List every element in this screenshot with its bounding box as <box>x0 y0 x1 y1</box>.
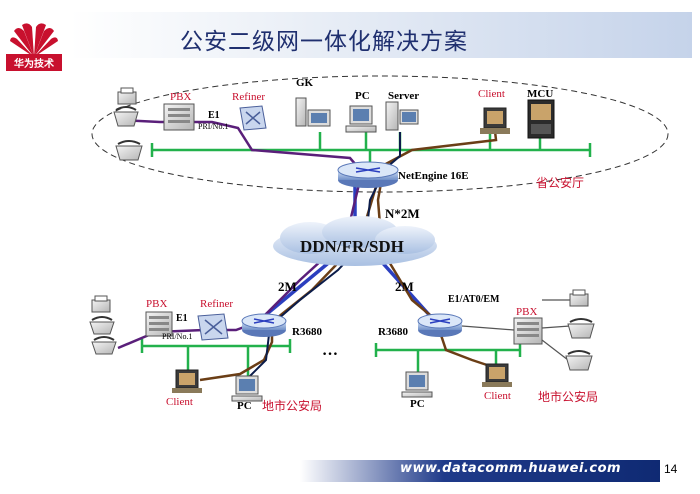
top-gk-icon <box>295 97 331 127</box>
top-pc-label: PC <box>355 90 370 102</box>
wan-cloud <box>273 216 437 266</box>
ellipsis: … <box>322 342 338 359</box>
page-number: 14 <box>664 462 678 476</box>
mcu-label: MCU <box>527 88 554 100</box>
top-site-name: 省公安厅 <box>536 176 585 190</box>
left-pbx-label: PBX <box>146 298 168 310</box>
top-pbx-label: PBX <box>170 91 192 103</box>
left-pbx-icon <box>145 311 173 337</box>
top-pc-icon <box>345 105 377 133</box>
left-site-name: 地市公安局 <box>262 399 323 413</box>
cloud-label: DDN/FR/SDH <box>300 237 404 256</box>
right-pbx-icon <box>513 317 543 345</box>
left-pri-label: PRI/No.1 <box>162 332 193 341</box>
left-link-label: 2M <box>278 279 297 294</box>
top-lan <box>150 132 592 165</box>
footer-bar <box>300 460 660 482</box>
right-site-name: 地市公安局 <box>538 390 599 404</box>
left-pc-icon <box>231 375 263 402</box>
footer-url: www.datacomm.huawei.com <box>400 461 622 476</box>
gk-label: GK <box>296 77 314 89</box>
right-router-icon <box>417 313 463 337</box>
right-e1-label: E1/AT0/EM <box>448 294 500 305</box>
right-phone-2-icon <box>565 350 593 371</box>
mcu-icon <box>527 99 555 139</box>
right-link-label: 2M <box>395 279 414 294</box>
top-pbx-icon <box>163 103 195 131</box>
left-lan <box>140 339 292 380</box>
top-refiner-label: Refiner <box>232 91 265 103</box>
top-client-label: Client <box>478 88 505 100</box>
left-e1-label: E1 <box>176 313 188 324</box>
left-client-label: Client <box>166 396 193 408</box>
top-router-icon <box>337 161 399 188</box>
top-e1-label: E1 <box>208 110 220 121</box>
left-refiner-label: Refiner <box>200 298 233 310</box>
title-bar <box>70 12 692 58</box>
video-link-right <box>376 165 497 370</box>
right-fax-icon <box>569 289 589 307</box>
top-client-icon <box>480 107 510 134</box>
left-pc-label: PC <box>237 400 252 412</box>
top-router-label: NetEngine 16E <box>398 170 469 182</box>
huawei-logo-icon <box>10 23 58 57</box>
server-label: Server <box>388 90 420 102</box>
right-router-label: R3680 <box>378 326 408 338</box>
right-pbx-label: PBX <box>516 306 538 318</box>
right-pc-label: PC <box>410 398 425 410</box>
logo-text: 华为技术 <box>6 54 62 71</box>
right-phone-icon <box>567 318 595 339</box>
page-title: 公安二级网一体化解决方案 <box>180 29 468 55</box>
right-pc-icon <box>401 371 433 398</box>
uplink-label: N*2M <box>385 206 420 221</box>
left-fax-icon <box>91 295 111 313</box>
left-router-icon <box>241 313 287 337</box>
left-phone-icon <box>89 316 115 335</box>
top-fax-icon <box>117 87 137 105</box>
right-pbx-link <box>461 299 572 361</box>
top-pri-label: PRI/No.1 <box>198 122 229 131</box>
left-phone-2-icon <box>91 336 117 355</box>
top-server-icon <box>385 101 419 131</box>
left-refiner-icon <box>197 313 229 341</box>
top-phone-icon <box>113 106 139 127</box>
left-router-label: R3680 <box>292 326 322 338</box>
top-phone-2-icon <box>115 140 143 161</box>
left-client-icon <box>172 369 202 393</box>
right-client-label: Client <box>484 390 511 402</box>
right-client-icon <box>482 363 512 387</box>
top-refiner-icon <box>239 105 267 131</box>
